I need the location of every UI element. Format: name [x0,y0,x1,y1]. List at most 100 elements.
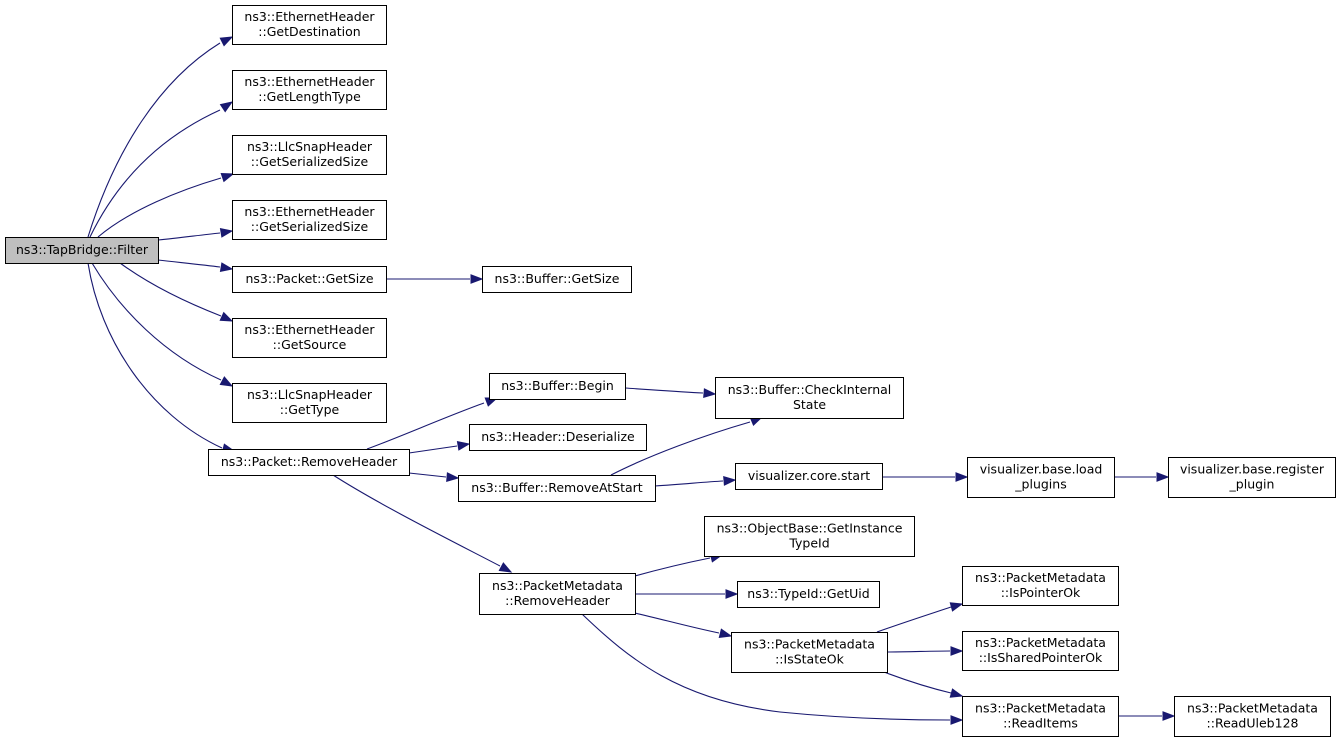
node-pm_readitems[interactable]: ns3::PacketMetadata::ReadItems [962,696,1119,737]
edge-filter-to-eth_getsource [119,262,234,322]
node-buffer_getsize[interactable]: ns3::Buffer::GetSize [482,266,632,293]
node-vis_core_start[interactable]: visualizer.core.start [735,463,883,490]
arrowhead [219,311,234,322]
node-box [458,475,656,502]
arrowhead [703,388,717,398]
node-llc_getsersize[interactable]: ns3::LlcSnapHeader::GetSerializedSize [232,135,387,175]
node-vis_base_register[interactable]: visualizer.base.register_plugin [1168,457,1336,498]
edge-line [157,232,221,241]
arrowhead [498,562,513,573]
edge-vis_core_start-to-vis_base_load [882,472,969,482]
node-label: ns3::ObjectBase::GetInstance [717,521,903,536]
node-label: ns3::PacketMetadata [975,701,1106,716]
call-edges [87,36,1176,725]
node-box [232,5,387,45]
node-label: ns3::PacketMetadata [744,637,875,652]
node-box [962,696,1119,737]
node-label: ns3::Packet::GetSize [245,271,373,286]
edge-pm_isstateok-to-pm_readitems [883,671,964,698]
arrowhead [1156,472,1170,482]
node-box [731,632,888,673]
node-label: ns3::Buffer::Begin [501,378,614,393]
arrowhead [456,441,471,451]
node-pm_ispointerok[interactable]: ns3::PacketMetadata::IsPointerOk [962,566,1119,606]
edge-filter-to-llc_getsersize [97,172,235,238]
arrowhead [949,688,964,698]
node-box [962,631,1119,671]
edge-filter-to-llc_gettype [91,262,234,387]
node-label: _plugins [1014,477,1066,492]
edge-pm_removeheader-to-typeid_getuid [635,589,739,599]
edge-packet_removeheader-to-buffer_removeatstart [408,472,460,482]
edge-pm_removeheader-to-pm_readitems [581,613,964,725]
node-label: visualizer.base.load [980,462,1103,477]
edge-packet_removeheader-to-pm_removeheader [332,474,513,573]
node-eth_getsource[interactable]: ns3::EthernetHeader::GetSource [232,318,387,358]
node-label: ::GetSerializedSize [251,219,369,234]
node-eth_getsersize[interactable]: ns3::EthernetHeader::GetSerializedSize [232,200,387,240]
node-packet_removeheader[interactable]: ns3::Packet::RemoveHeader [208,449,410,476]
edge-line [91,262,222,381]
node-buffer_removeatstart[interactable]: ns3::Buffer::RemoveAtStart [458,475,656,502]
node-typeid_getuid[interactable]: ns3::TypeId::GetUid [737,581,880,608]
node-label: ns3::EthernetHeader [244,204,375,219]
node-box [208,449,410,476]
node-box [735,463,883,490]
edge-vis_base_load-to-vis_base_register [1114,472,1170,482]
edge-filter-to-eth_getlentype [89,101,234,238]
node-filter[interactable]: ns3::TapBridge::Filter [5,237,159,264]
node-vis_base_load[interactable]: visualizer.base.load_plugins [967,457,1115,498]
node-pm_issharedpointerok[interactable]: ns3::PacketMetadata::IsSharedPointerOk [962,631,1119,671]
node-box [962,566,1119,606]
node-label: visualizer.core.start [748,468,870,483]
node-box [715,377,904,419]
node-box [489,373,626,400]
node-pm_isstateok[interactable]: ns3::PacketMetadata::IsStateOk [731,632,888,673]
edge-packet_removeheader-to-header_deserialize [408,441,471,454]
call-nodes: ns3::TapBridge::Filterns3::EthernetHeade… [5,5,1336,737]
edge-line [366,402,485,450]
edge-line [876,606,952,633]
node-label: ns3::EthernetHeader [244,322,375,337]
node-packet_getsize[interactable]: ns3::Packet::GetSize [232,266,387,293]
node-label: ::IsSharedPointerOk [979,650,1103,665]
node-label: _plugin [1229,477,1275,492]
node-pm_removeheader[interactable]: ns3::PacketMetadata::RemoveHeader [479,573,636,615]
edge-filter-to-eth_getdest [87,36,234,238]
node-label: ns3::PacketMetadata [975,570,1106,585]
node-label: ns3::LlcSnapHeader [247,387,373,402]
node-label: ::IsPointerOk [1001,585,1081,600]
arrowhead [949,602,964,612]
arrowhead [219,101,234,113]
node-label: ns3::EthernetHeader [244,9,375,24]
arrowhead [219,228,234,238]
node-label: ns3::Buffer::CheckInternal [728,382,892,397]
arrowhead [219,36,234,47]
node-box [232,318,387,358]
arrowhead [950,646,964,656]
node-label: ::ReadItems [1003,716,1078,731]
node-box [469,424,647,451]
node-pm_readuleb128[interactable]: ns3::PacketMetadata::ReadUleb128 [1174,696,1331,737]
node-box [704,516,915,557]
node-box [232,383,387,423]
edge-filter-to-packet_getsize [157,259,234,272]
node-box [5,237,159,264]
node-llc_gettype[interactable]: ns3::LlcSnapHeader::GetType [232,383,387,423]
node-label: ns3::Header::Deserialize [481,429,635,444]
edge-line [408,445,458,454]
node-eth_getlentype[interactable]: ns3::EthernetHeader::GetLengthType [232,70,387,110]
edge-line [886,650,951,653]
edge-buffer_removeatstart-to-vis_core_start [654,476,737,487]
node-label: ::IsStateOk [775,652,845,667]
edge-pm_isstateok-to-pm_issharedpointerok [886,646,964,656]
edge-line [610,421,751,476]
node-buffer_begin[interactable]: ns3::Buffer::Begin [489,373,626,400]
arrowhead [955,472,969,482]
edge-filter-to-eth_getsersize [157,228,234,241]
edge-line [581,613,951,721]
node-header_deserialize[interactable]: ns3::Header::Deserialize [469,424,647,451]
node-eth_getdest[interactable]: ns3::EthernetHeader::GetDestination [232,5,387,45]
